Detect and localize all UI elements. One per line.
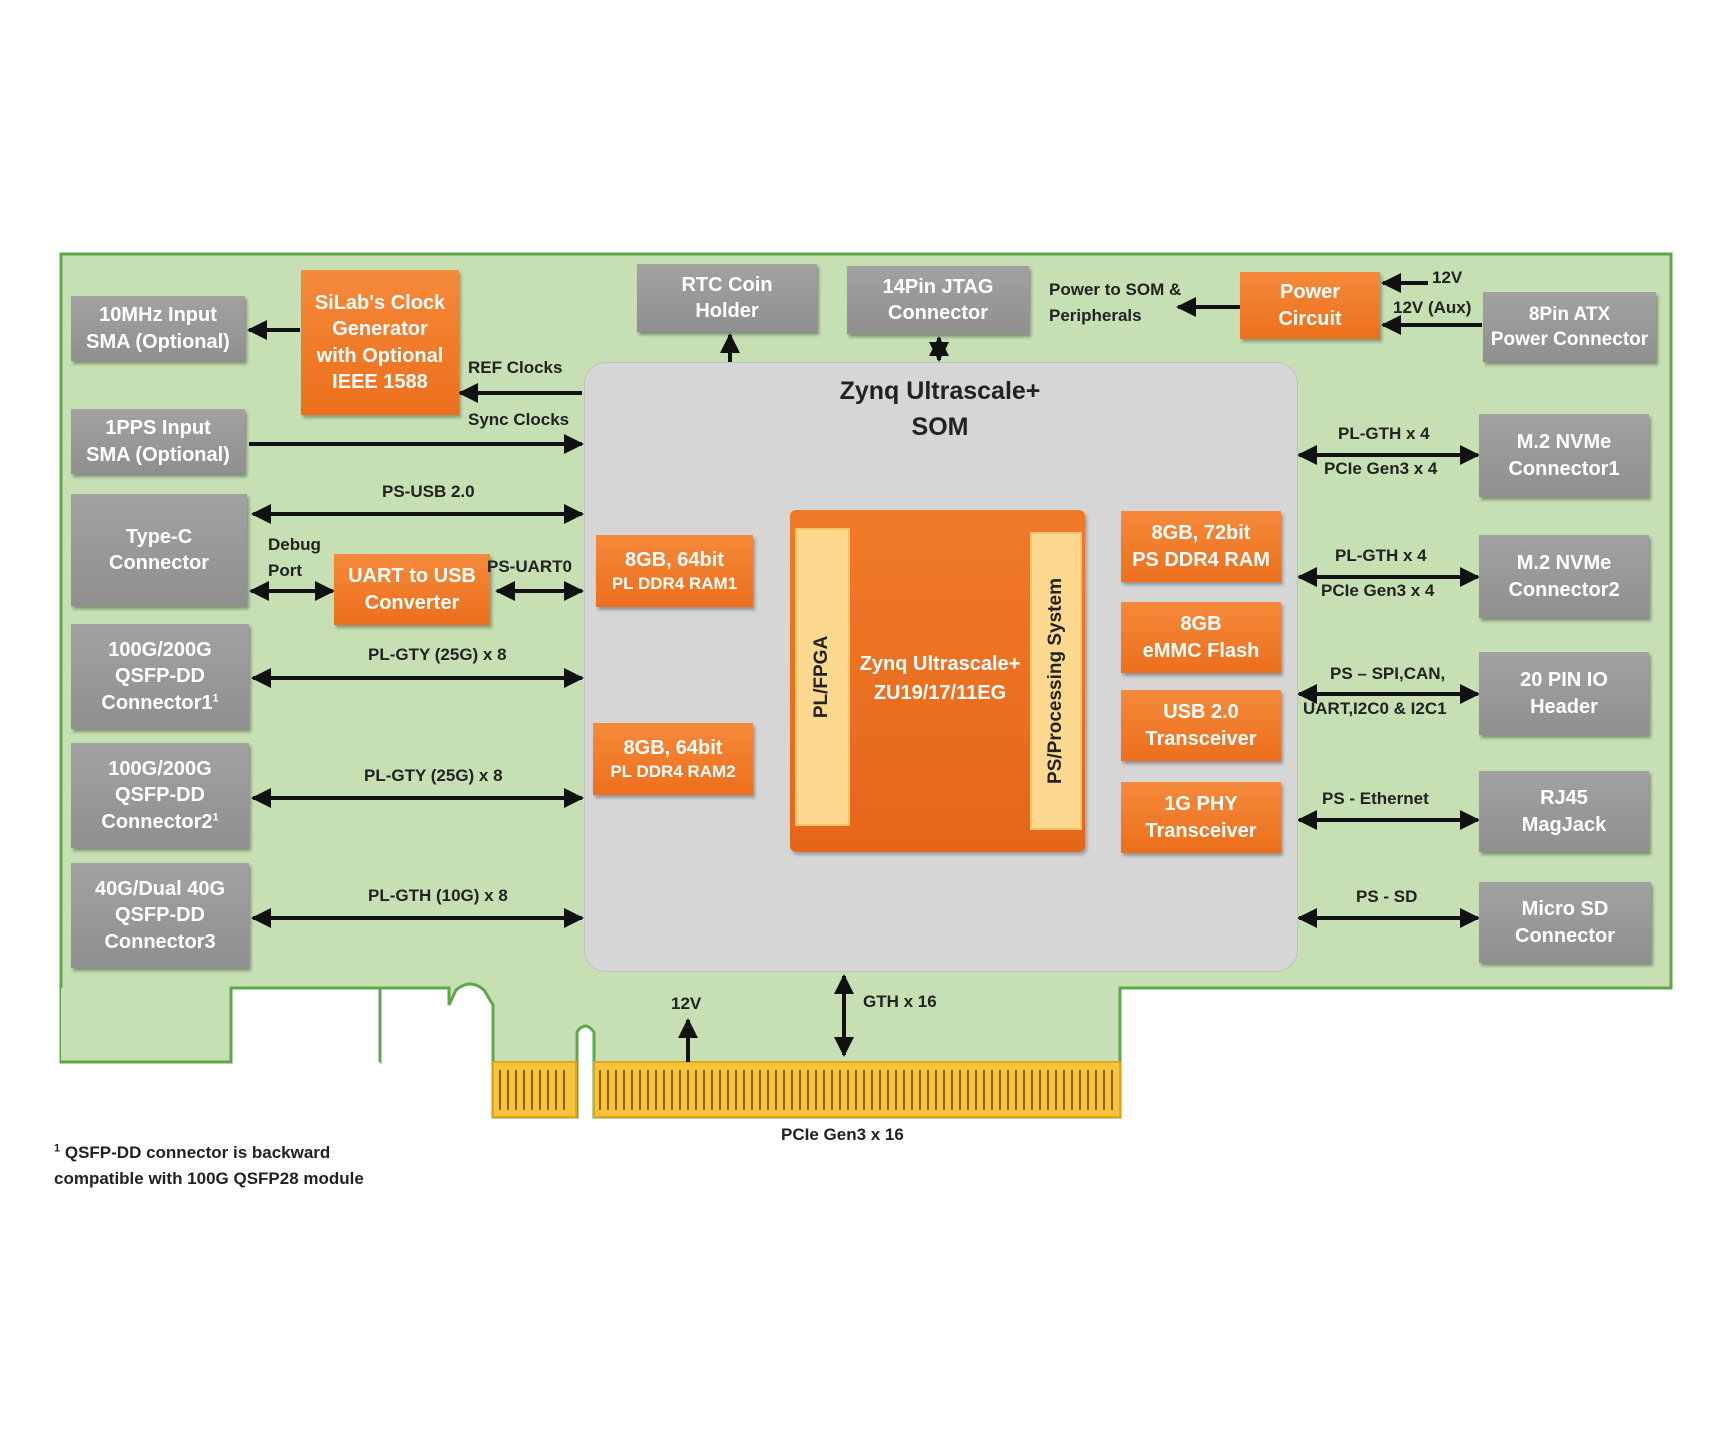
uart-to-usb-converter: UART to USB Converter (334, 554, 490, 625)
pps-sma-input: 1PPS Input SMA (Optional) (71, 409, 245, 474)
label-ps-sd: PS - SD (1356, 887, 1418, 906)
footnote-line2: compatible with 100G QSFP28 module (54, 1168, 364, 1188)
qsfp2-line2: QSFP-DD (115, 784, 205, 807)
label-nvme2-b: PCIe Gen3 x 4 (1321, 581, 1435, 600)
micro-sd-connector: Micro SD Connector (1479, 882, 1651, 963)
qsfp1-line2: QSFP-DD (115, 665, 205, 688)
footnote-mark: 1 (54, 1142, 61, 1155)
qsfp1-line3: Connector1 (101, 691, 213, 714)
pl-fpga-label: PL/FPGA (811, 635, 833, 719)
label-ps-ethernet: PS - Ethernet (1322, 789, 1429, 808)
label-io-a: PS – SPI,CAN, (1330, 664, 1446, 683)
pl-ram2-size: 8GB, 64bit (623, 736, 723, 759)
pl-ram2-name: PL DDR4 RAM2 (610, 761, 736, 781)
label-gty2: PL-GTY (25G) x 8 (364, 766, 503, 785)
som-title: Zynq Ultrascale+ SOM (839, 377, 1041, 441)
ps-processing-label: PS/Processing System (1045, 578, 1066, 784)
qsfp1-line3-wrap: Connector11 (101, 690, 218, 716)
pl-ram1-name: PL DDR4 RAM1 (611, 573, 738, 593)
label-gty1: PL-GTY (25G) x 8 (368, 645, 507, 664)
silab-clock-generator: SiLab's Clock Generator with Optional IE… (301, 270, 459, 415)
zynq-chip-label: Zynq Ultrascale+ ZU19/17/11EG (859, 653, 1021, 704)
ps-processing-bar: PS/Processing System (1030, 532, 1082, 830)
label-ps-uart: PS-UART0 (487, 557, 573, 576)
label-io-b: UART,I2C0 & I2C1 (1303, 699, 1447, 718)
qsfp1-footnote-mark: 1 (212, 692, 219, 705)
board-notch-left-cover (61, 988, 231, 1062)
phy-transceiver: 1G PHY Transceiver (1121, 782, 1281, 853)
footnote: 1 QSFP-DD connector is backward compatib… (54, 1140, 364, 1191)
board-notch-left (231, 988, 380, 1064)
m2-nvme-connector1: M.2 NVMe Connector1 (1479, 414, 1649, 497)
qsfp2-line3-wrap: Connector21 (101, 809, 218, 835)
label-sync-clocks: Sync Clocks (468, 410, 570, 429)
qsfp1-line1: 100G/200G (108, 638, 212, 661)
rj45-magjack: RJ45 MagJack (1479, 771, 1649, 852)
power-circuit: Power Circuit (1240, 272, 1380, 339)
label-ref-clocks: REF Clocks (468, 358, 563, 377)
label-edge-12v: 12V (671, 994, 702, 1013)
qsfp-dd-connector1: 100G/200G QSFP-DD Connector11 (71, 624, 249, 729)
qsfp2-line3: Connector2 (101, 810, 213, 833)
ps-ddr4-ram: 8GB, 72bit PS DDR4 RAM (1121, 511, 1281, 582)
label-gth: PL-GTH (10G) x 8 (368, 886, 508, 905)
type-c-connector: Type-C Connector (71, 494, 247, 606)
label-12v: 12V (1432, 268, 1463, 287)
m2-nvme-connector2: M.2 NVMe Connector2 (1479, 535, 1649, 618)
label-nvme1-a: PL-GTH x 4 (1338, 424, 1430, 443)
label-nvme2-a: PL-GTH x 4 (1335, 546, 1427, 565)
pcie-gold-fingers (492, 1061, 1121, 1118)
qsfp-dd-connector2: 100G/200G QSFP-DD Connector21 (71, 743, 249, 848)
board-notch-left-edge (61, 986, 382, 1064)
label-12v-aux: 12V (Aux) (1393, 298, 1472, 317)
pl-ddr4-ram2: 8GB, 64bit PL DDR4 RAM2 (593, 723, 753, 795)
label-ps-usb: PS-USB 2.0 (382, 482, 475, 501)
qsfp-dd-connector3: 40G/Dual 40G QSFP-DD Connector3 (71, 863, 249, 968)
label-debug-port: Debug Port (268, 535, 321, 581)
rtc-coin-holder: RTC Coin Holder (637, 264, 817, 332)
label-gth16: GTH x 16 (863, 992, 937, 1011)
pl-ram1-size: 8GB, 64bit (625, 548, 724, 571)
usb-transceiver: USB 2.0 Transceiver (1121, 690, 1281, 761)
qsfp2-line1: 100G/200G (108, 757, 212, 780)
atx-power-connector: 8Pin ATX Power Connector (1483, 292, 1656, 362)
pl-fpga-bar: PL/FPGA (795, 528, 850, 826)
pl-ddr4-ram1: 8GB, 64bit PL DDR4 RAM1 (596, 535, 753, 607)
io-header: 20 PIN IO Header (1479, 652, 1649, 735)
qsfp2-footnote-mark: 1 (212, 811, 219, 824)
label-power-to-som: Power to SOM & Peripherals (1049, 280, 1182, 325)
jtag-connector: 14Pin JTAG Connector (847, 266, 1029, 334)
sma-10mhz-input: 10MHz Input SMA (Optional) (71, 296, 245, 361)
emmc-flash: 8GB eMMC Flash (1121, 602, 1281, 673)
footnote-line1: QSFP-DD connector is backward (64, 1143, 331, 1162)
label-pcie-gen3: PCIe Gen3 x 16 (781, 1125, 904, 1144)
footnote-line1-wrap: 1 QSFP-DD connector is backward (54, 1140, 364, 1166)
label-nvme1-b: PCIe Gen3 x 4 (1324, 459, 1438, 478)
